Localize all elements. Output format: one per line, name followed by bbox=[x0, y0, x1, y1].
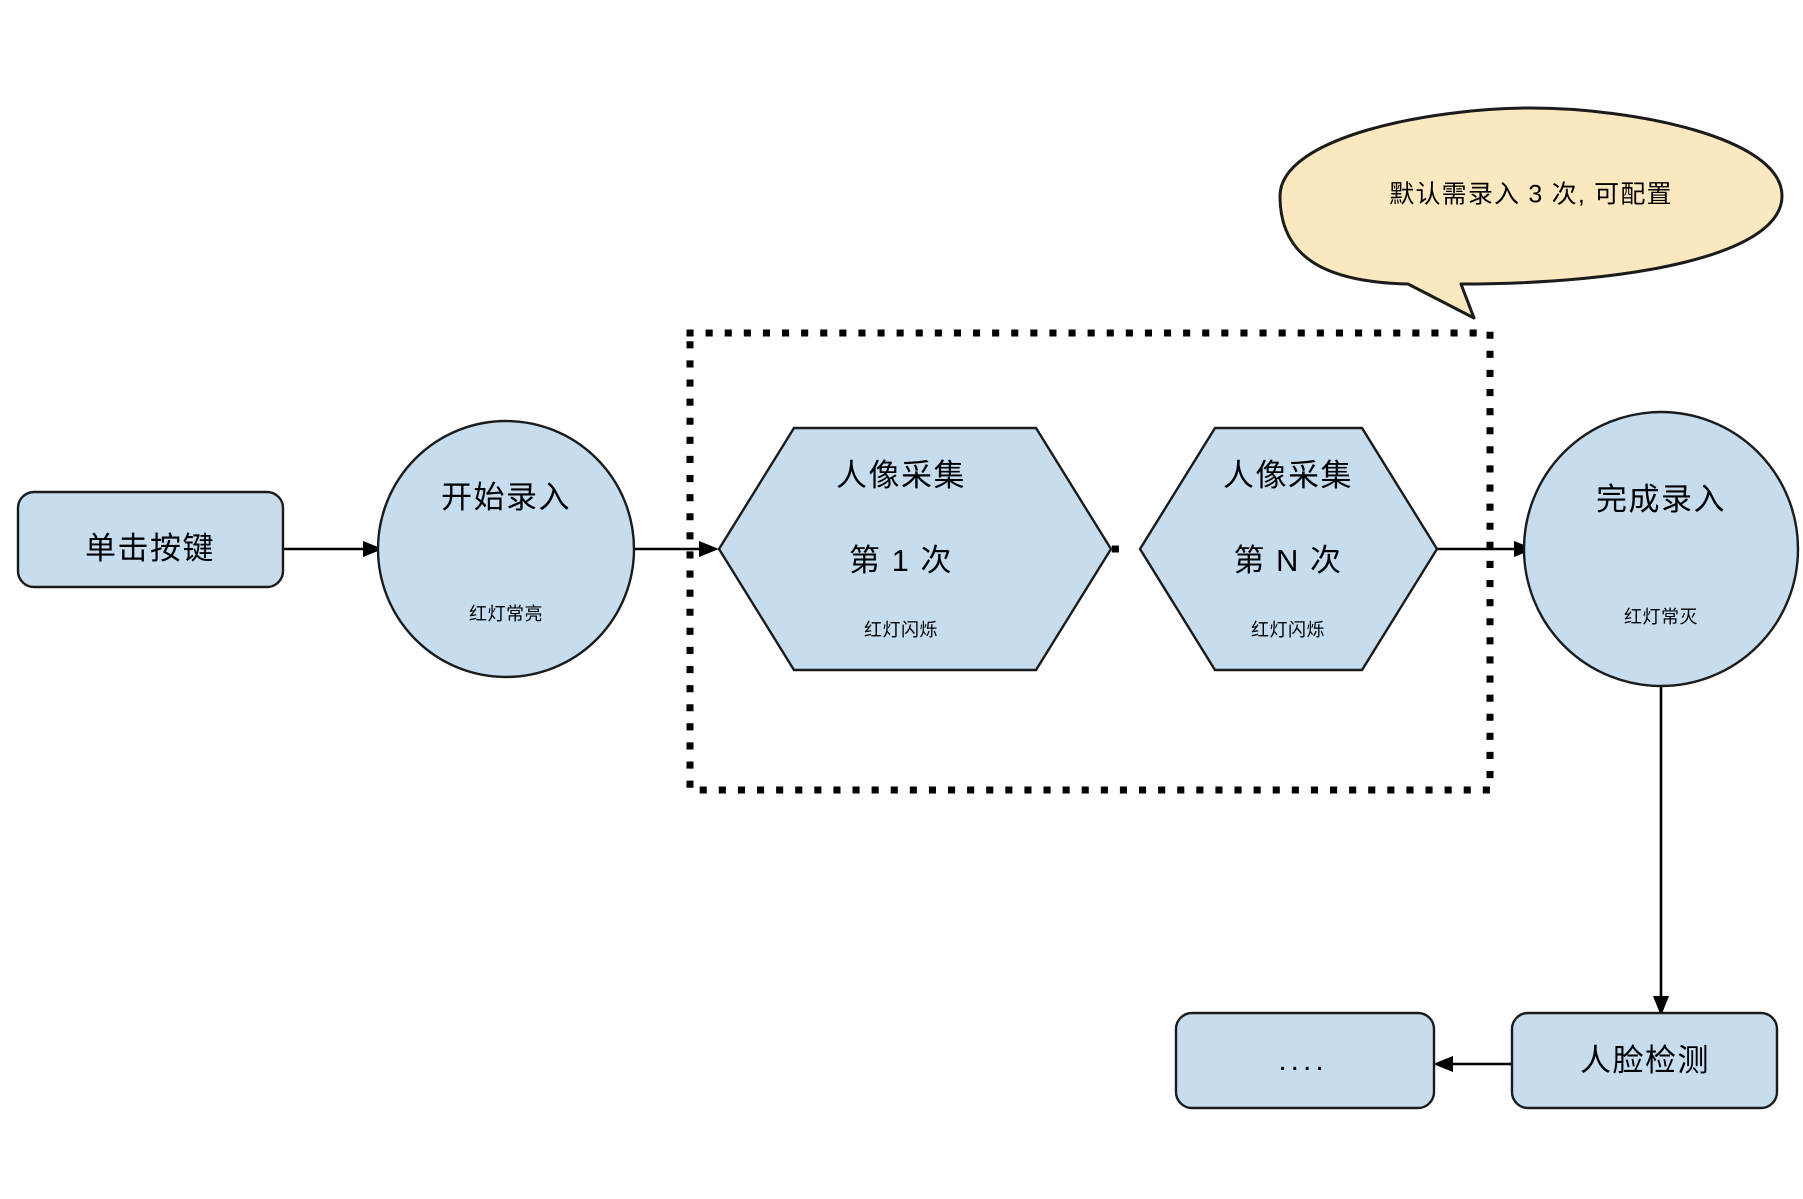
node-more-steps-label: .... bbox=[1278, 1044, 1327, 1077]
node-start-enroll[interactable]: 开始录入 红灯常亮 bbox=[376, 419, 636, 679]
node-capture-first-sublabel: 红灯闪烁 bbox=[864, 620, 938, 640]
node-capture-first[interactable]: 人像采集 第 1 次 红灯闪烁 bbox=[717, 426, 1113, 672]
node-capture-first-label-line2: 第 1 次 bbox=[849, 543, 953, 578]
node-more-steps-shape[interactable] bbox=[1174, 1011, 1436, 1110]
node-start-enroll-shape[interactable] bbox=[376, 419, 636, 679]
node-face-detect-label: 人脸检测 bbox=[1580, 1043, 1710, 1078]
node-face-detect-shape[interactable] bbox=[1510, 1011, 1779, 1110]
edge-facedetect-to-more bbox=[1433, 1056, 1512, 1072]
node-capture-nth[interactable]: 人像采集 第 N 次 红灯闪烁 bbox=[1138, 426, 1439, 672]
node-finish-enroll-sublabel: 红灯常灭 bbox=[1624, 607, 1698, 627]
node-capture-first-label-line1: 人像采集 bbox=[836, 458, 966, 493]
node-capture-nth-label-line2: 第 N 次 bbox=[1233, 543, 1342, 578]
node-finish-enroll-label: 完成录入 bbox=[1596, 482, 1726, 517]
capture-loop-group bbox=[686, 329, 1494, 794]
node-start-enroll-sublabel: 红灯常亮 bbox=[469, 604, 543, 624]
node-click-key-label: 单击按键 bbox=[85, 531, 215, 566]
node-more-steps[interactable]: .... bbox=[1174, 1011, 1436, 1110]
node-start-enroll-label: 开始录入 bbox=[441, 480, 571, 515]
edge-start-to-capture1 bbox=[634, 541, 719, 557]
node-click-key[interactable]: 单击按键 bbox=[16, 490, 285, 589]
callout-bubble[interactable]: 默认需录入 3 次, 可配置 bbox=[1278, 106, 1784, 320]
callout-text: 默认需录入 3 次, 可配置 bbox=[1389, 181, 1673, 209]
node-face-detect[interactable]: 人脸检测 bbox=[1510, 1011, 1779, 1110]
node-capture-nth-sublabel: 红灯闪烁 bbox=[1251, 620, 1325, 640]
edge-finish-to-facedetect bbox=[1653, 686, 1669, 1016]
node-finish-enroll-shape[interactable] bbox=[1522, 410, 1800, 688]
edge-click-to-start bbox=[283, 541, 383, 557]
node-click-key-shape[interactable] bbox=[16, 490, 285, 589]
node-finish-enroll[interactable]: 完成录入 红灯常灭 bbox=[1522, 410, 1800, 688]
callout-bubble-shape[interactable] bbox=[1278, 106, 1784, 320]
node-capture-first-shape[interactable] bbox=[717, 426, 1113, 672]
node-capture-nth-label-line1: 人像采集 bbox=[1223, 458, 1353, 493]
edge-captureN-to-finish bbox=[1437, 541, 1534, 557]
node-capture-nth-shape[interactable] bbox=[1138, 426, 1439, 672]
